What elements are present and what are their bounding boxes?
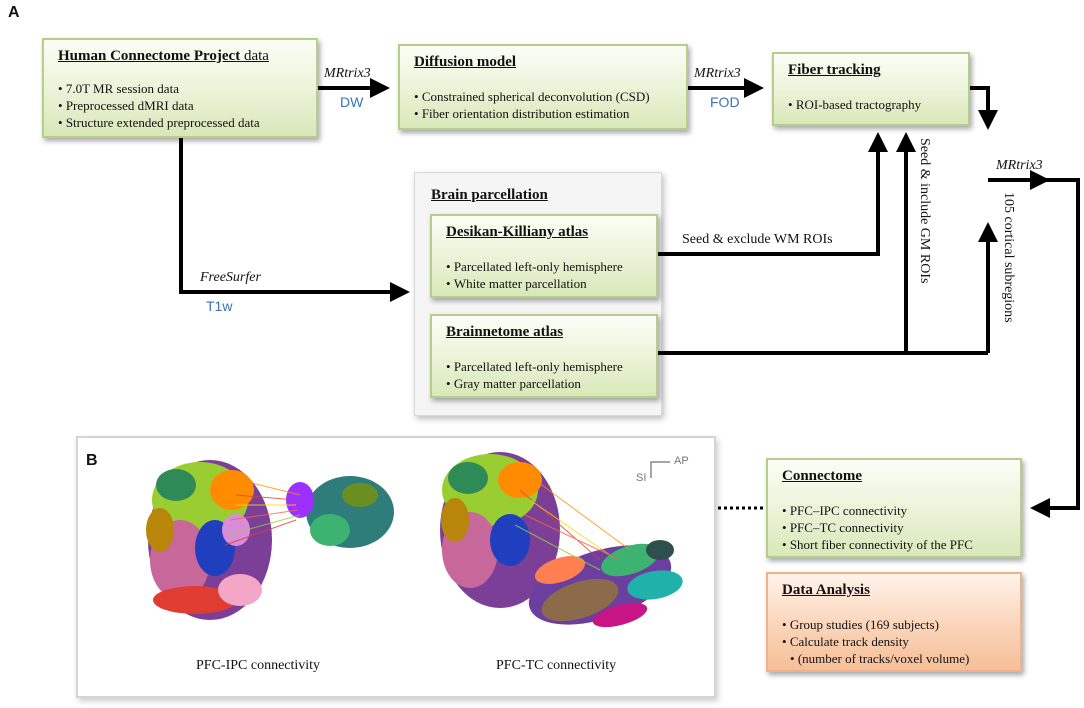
seed-exclude-label: Seed & exclude WM ROIs xyxy=(682,232,833,247)
brain-pfc-ipc-fibers xyxy=(224,479,301,546)
fiber-title: Fiber tracking xyxy=(788,62,881,78)
brainnetome-atlas-box: Brainnetome atlas Parcellated left-only … xyxy=(430,314,658,398)
analysis-item: Group studies (169 subjects) xyxy=(782,616,969,633)
arrow-dk-to-fiber xyxy=(658,132,888,256)
diffusion-model-box: Diffusion model Constrained spherical de… xyxy=(398,44,688,130)
mrtrix-label-2: MRtrix3 xyxy=(694,66,741,81)
hcp-title-rest: data xyxy=(240,48,269,64)
hcp-item: Preprocessed dMRI data xyxy=(58,97,260,114)
hcp-data-box: Human Connectome Project data 7.0T MR se… xyxy=(42,38,318,138)
fiber-tracking-box: Fiber tracking ROI-based tractography xyxy=(772,52,970,126)
dk-atlas-box: Desikan-Killiany atlas Parcellated left-… xyxy=(430,214,658,298)
dk-items: Parcellated left-only hemisphere White m… xyxy=(446,258,623,292)
dk-item: Parcellated left-only hemisphere xyxy=(446,258,623,275)
diffusion-items: Constrained spherical deconvolution (CSD… xyxy=(414,88,650,122)
connectome-item: Short fiber connectivity of the PFC xyxy=(782,536,973,553)
panel-a-letter: A xyxy=(8,4,20,21)
bn-items: Parcellated left-only hemisphere Gray ma… xyxy=(446,358,623,392)
orientation-axis xyxy=(650,461,670,478)
brain-pfc-ipc xyxy=(146,460,394,620)
freesurfer-label: FreeSurfer xyxy=(200,270,261,285)
hcp-item: Structure extended preprocessed data xyxy=(58,114,260,131)
connectome-box: Connectome PFC–IPC connectivity PFC–TC c… xyxy=(766,458,1022,558)
arrow-fiber-out xyxy=(970,86,998,130)
analysis-items: Group studies (169 subjects) Calculate t… xyxy=(782,616,969,667)
axis-si-label: SI xyxy=(636,472,647,484)
axis-ap-label: AP xyxy=(674,455,689,467)
mrtrix-label-1: MRtrix3 xyxy=(324,66,371,81)
dw-label: DW xyxy=(340,94,364,110)
arrow-hcp-to-parcellation xyxy=(179,138,410,302)
t1w-label: T1w xyxy=(206,298,233,314)
arrow-to-connectome xyxy=(1030,178,1080,518)
brain-parcellation-title: Brain parcellation xyxy=(431,187,548,203)
fiber-items: ROI-based tractography xyxy=(788,96,921,113)
analysis-title: Data Analysis xyxy=(782,582,870,598)
seed-include-label: Seed & include GM ROIs xyxy=(917,138,932,284)
fod-label: FOD xyxy=(710,94,740,110)
caption-pfc-ipc: PFC-IPC connectivity xyxy=(196,658,321,673)
hcp-items: 7.0T MR session data Preprocessed dMRI d… xyxy=(58,80,260,131)
bn-item: Parcellated left-only hemisphere xyxy=(446,358,623,375)
hcp-item: 7.0T MR session data xyxy=(58,80,260,97)
subregions-label: 105 cortical subregions xyxy=(1001,192,1016,323)
connectome-items: PFC–IPC connectivity PFC–TC connectivity… xyxy=(782,502,973,553)
hcp-title-bold: Human Connectome Project xyxy=(58,48,241,64)
connectome-title: Connectome xyxy=(782,468,862,484)
diffusion-item: Fiber orientation distribution estimatio… xyxy=(414,105,650,122)
data-analysis-box: Data Analysis Group studies (169 subject… xyxy=(766,572,1022,672)
diffusion-item: Constrained spherical deconvolution (CSD… xyxy=(414,88,650,105)
diffusion-title: Diffusion model xyxy=(414,54,517,70)
mrtrix-label-3: MRtrix3 xyxy=(996,158,1043,173)
hcp-title: Human Connectome Project data xyxy=(58,48,269,65)
analysis-item: Calculate track density xyxy=(782,633,969,650)
bn-item: Gray matter parcellation xyxy=(446,375,623,392)
fiber-item: ROI-based tractography xyxy=(788,96,921,113)
caption-pfc-tc: PFC-TC connectivity xyxy=(496,658,617,673)
connectome-item: PFC–TC connectivity xyxy=(782,519,973,536)
connectome-item: PFC–IPC connectivity xyxy=(782,502,973,519)
brain-pfc-tc xyxy=(440,452,683,628)
brain-pfc-tc-fibers xyxy=(514,479,631,571)
bn-title: Brainnetome atlas xyxy=(446,324,564,340)
analysis-item: (number of tracks/voxel volume) xyxy=(782,650,969,667)
panel-b-letter: B xyxy=(86,452,98,469)
dk-item: White matter parcellation xyxy=(446,275,623,292)
dk-title: Desikan-Killiany atlas xyxy=(446,224,589,240)
